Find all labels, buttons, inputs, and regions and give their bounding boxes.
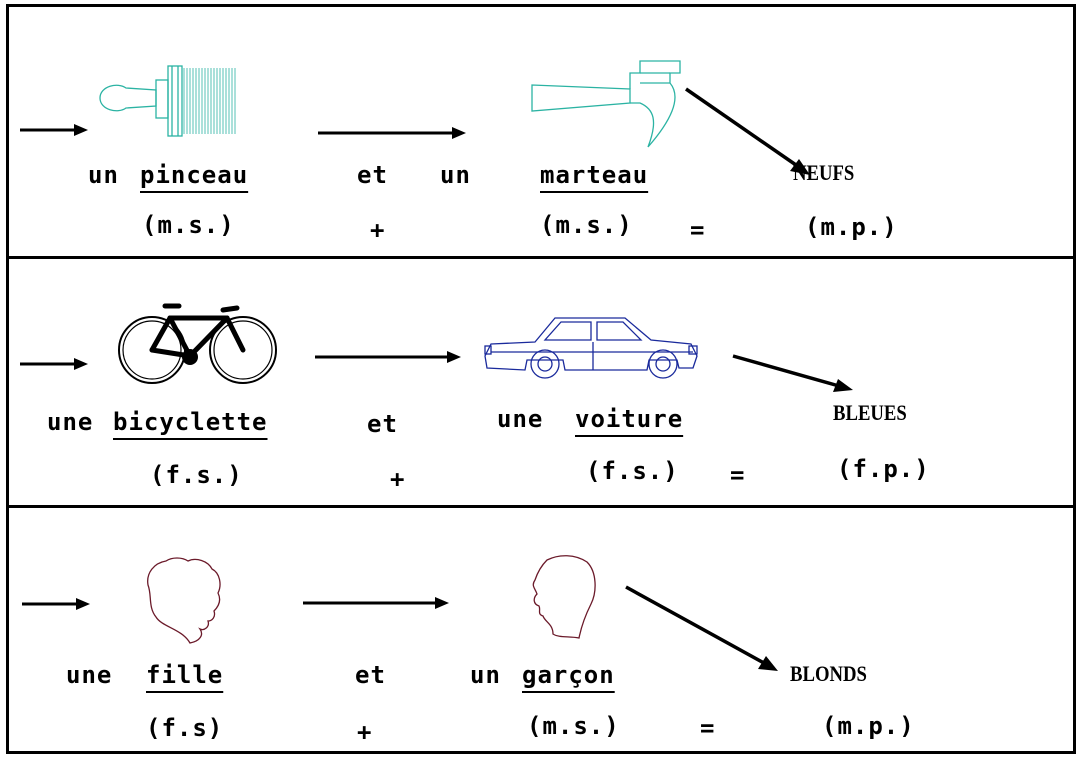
paintbrush-icon (99, 65, 236, 137)
noun: pinceau (140, 161, 249, 189)
determiner: une (497, 405, 544, 433)
noun: bicyclette (113, 408, 268, 436)
agreed-adjective: NEUFS (793, 160, 855, 185)
boy-head-icon (532, 555, 596, 639)
equals-sign: = (730, 461, 746, 489)
gender-number: (f.s.) (150, 461, 243, 489)
plus-sign: + (390, 465, 406, 493)
gender-number: (m.s.) (142, 211, 235, 239)
equals-sign: = (700, 714, 716, 742)
lead-arrow (20, 124, 88, 136)
middle-arrow (315, 351, 461, 363)
gender-number: (f.s) (146, 714, 224, 742)
determiner: un (440, 161, 471, 189)
agreed-adjective: BLONDS (790, 661, 867, 686)
bicycle-icon (118, 303, 277, 384)
middle-arrow (303, 597, 449, 609)
gender-number: (m.s.) (540, 211, 633, 239)
conjunction: et (357, 161, 388, 189)
noun: fille (146, 661, 224, 689)
equals-sign: = (690, 216, 706, 244)
noun: voiture (575, 405, 684, 433)
diagonal-arrow (732, 354, 853, 392)
gender-number: (m.p.) (822, 712, 915, 740)
lead-arrow (20, 358, 88, 370)
gender-number: (m.s.) (527, 712, 620, 740)
lead-arrow (22, 598, 90, 610)
plus-sign: + (370, 216, 386, 244)
conjunction: et (367, 410, 398, 438)
agreed-adjective: BLEUES (833, 400, 907, 425)
row-divider (6, 256, 1076, 259)
gender-number: (f.s.) (586, 457, 679, 485)
determiner: une (66, 661, 113, 689)
noun: garçon (522, 661, 615, 689)
conjunction: et (355, 661, 386, 689)
determiner: un (470, 661, 501, 689)
hammer-icon (531, 60, 681, 148)
outer-frame (6, 4, 1076, 754)
noun: marteau (540, 161, 649, 189)
gender-number: (f.p.) (837, 455, 930, 483)
middle-arrow (318, 127, 466, 139)
determiner: une (47, 408, 94, 436)
car-icon (484, 317, 698, 379)
girl-head-icon (147, 557, 221, 644)
gender-number: (m.p.) (805, 213, 898, 241)
plus-sign: + (357, 718, 373, 746)
row-divider (6, 505, 1076, 508)
diagonal-arrow (685, 87, 810, 175)
diagonal-arrow (625, 585, 778, 671)
determiner: un (88, 161, 119, 189)
